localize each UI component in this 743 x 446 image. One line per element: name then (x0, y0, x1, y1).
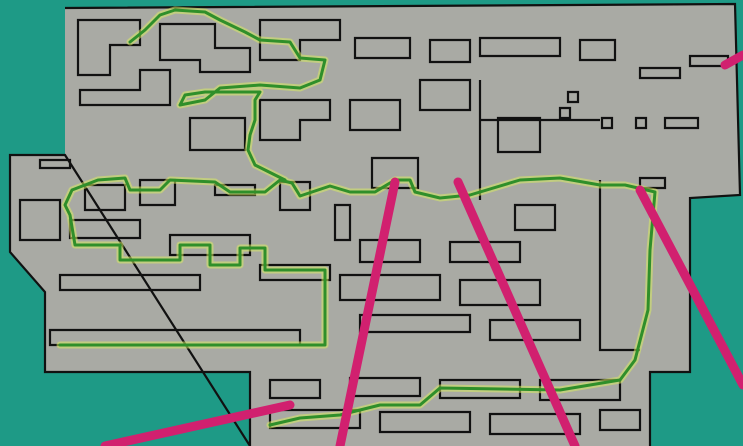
board-lower-panel (250, 365, 650, 446)
